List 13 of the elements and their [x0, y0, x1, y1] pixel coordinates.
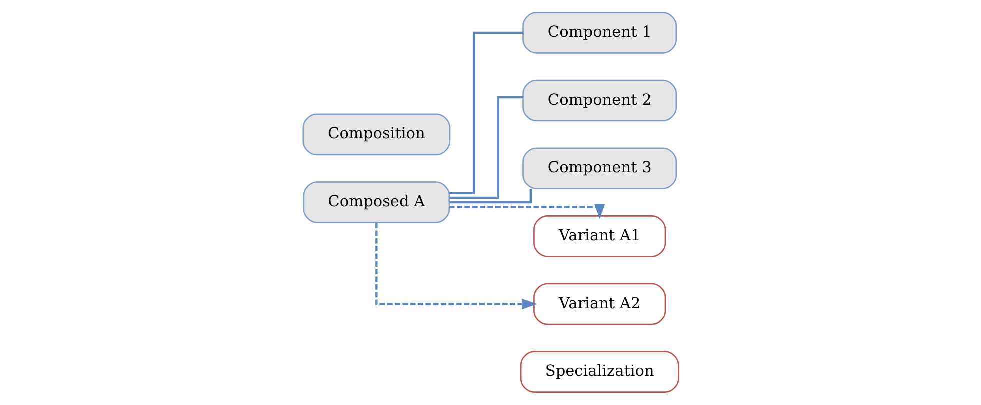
connector [449, 96, 523, 200]
node-box: Specialization [520, 351, 679, 393]
node-box: Component 2 [522, 80, 677, 122]
node-box: Component 3 [522, 148, 677, 190]
node-box: Component 1 [522, 12, 677, 54]
arrow [375, 223, 537, 310]
node-box: Variant A2 [533, 283, 666, 326]
arrow [448, 204, 605, 220]
node-box: Composed A [302, 182, 450, 224]
node-box: Composition [302, 114, 450, 156]
connector [449, 189, 532, 204]
connector [448, 32, 523, 194]
node-box: Variant A1 [533, 216, 666, 258]
